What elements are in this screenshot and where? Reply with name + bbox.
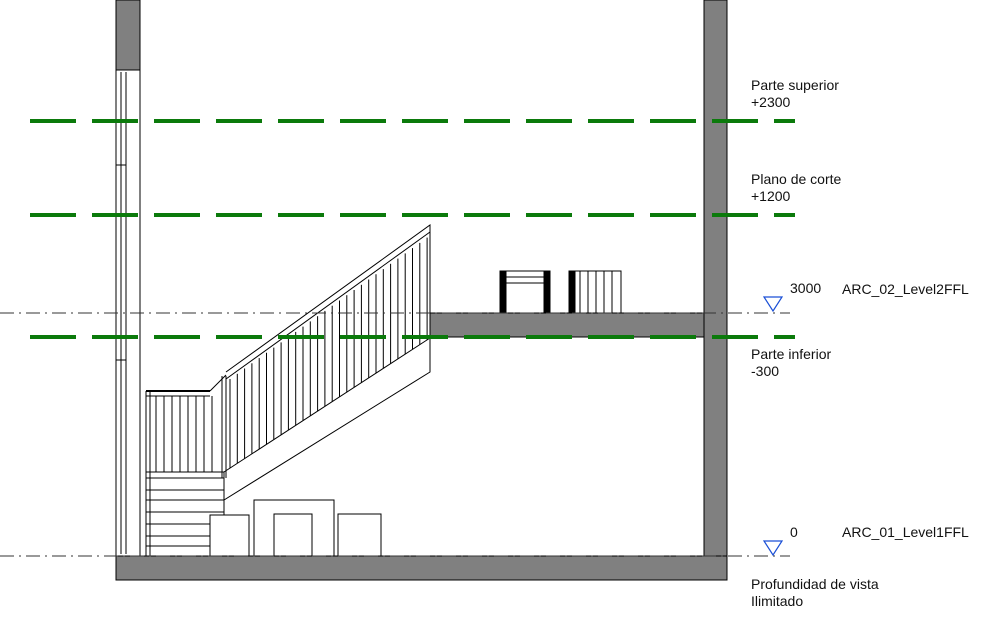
- bottom-plane-label: Parte inferior -300: [751, 346, 831, 380]
- chair: [273, 513, 313, 557]
- level-head-triangle-icon[interactable]: [762, 296, 784, 313]
- ground-floor-slab: [115, 555, 728, 581]
- cabinet: [209, 514, 250, 557]
- cut-plane-value: +1200: [751, 188, 791, 204]
- chair: [337, 513, 382, 557]
- ground-floor-furniture: [209, 499, 382, 557]
- view-depth-value: Ilimitado: [751, 593, 804, 609]
- level-1-name[interactable]: ARC_01_Level1FFL: [842, 524, 969, 540]
- level-2-elevation[interactable]: 3000: [790, 280, 822, 296]
- stair: [145, 224, 431, 557]
- stair-guardrail: [145, 224, 431, 556]
- armchair: [568, 270, 622, 314]
- level-head-triangle-icon[interactable]: [762, 540, 784, 557]
- stair-stringer: [223, 337, 431, 501]
- right-wall: [703, 0, 728, 557]
- cut-plane-label: Plano de corte +1200: [751, 171, 841, 205]
- view-depth-name: Profundidad de vista: [751, 576, 879, 592]
- level-2-name[interactable]: ARC_02_Level2FFL: [842, 281, 969, 297]
- level-1-elevation[interactable]: 0: [790, 524, 798, 540]
- view-depth-label: Profundidad de vista Ilimitado: [751, 576, 879, 610]
- bottom-plane-name: Parte inferior: [751, 346, 832, 362]
- top-plane-name: Parte superior: [751, 77, 839, 93]
- cut-plane-name: Plano de corte: [751, 171, 842, 187]
- left-wall-upper: [115, 0, 141, 71]
- bottom-plane-value: -300: [751, 363, 780, 379]
- top-plane-value: +2300: [751, 94, 791, 110]
- upper-floor-furniture: [499, 270, 622, 314]
- top-plane-label: Parte superior +2300: [751, 77, 839, 111]
- armchair: [499, 270, 551, 314]
- view-range-planes: [30, 119, 795, 339]
- upper-floor-slab: [429, 312, 705, 338]
